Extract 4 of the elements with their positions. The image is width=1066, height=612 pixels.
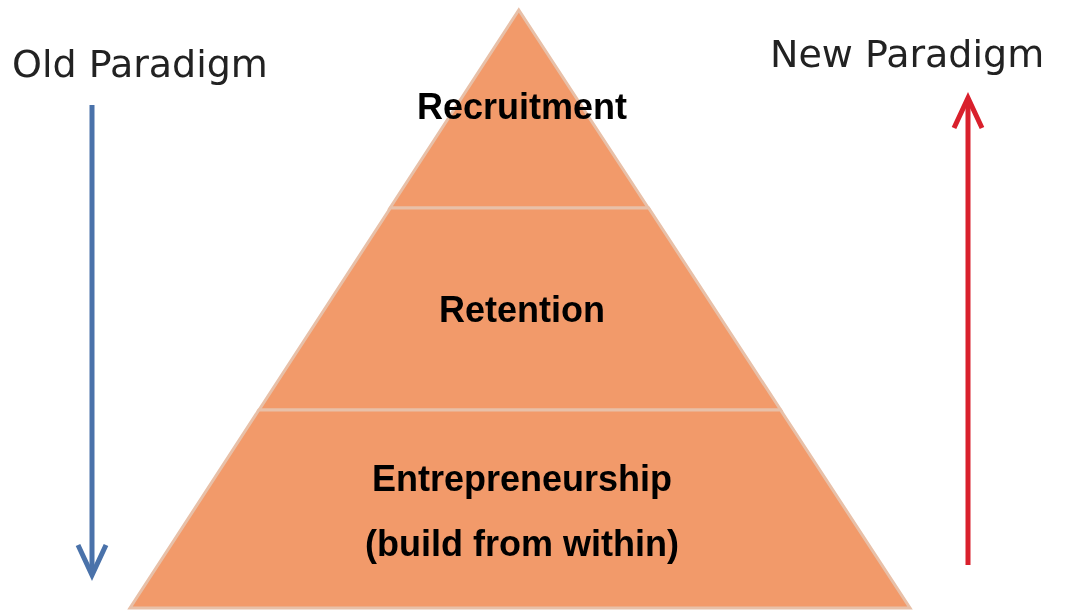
paradigm-label: Old Paradigm: [12, 42, 268, 86]
tier-label: Retention: [438, 287, 606, 332]
tier-label: Entrepreneurship (build from within): [364, 457, 680, 566]
paradigm-label: New Paradigm: [770, 32, 1045, 76]
